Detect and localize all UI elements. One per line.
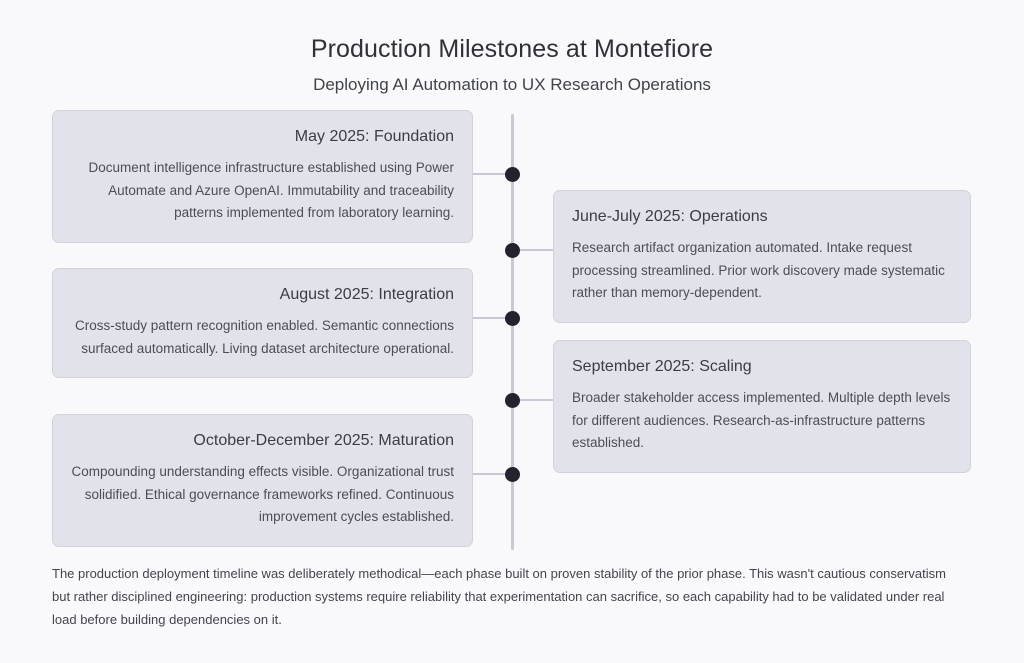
card-body: Document intelligence infrastructure est… (88, 159, 454, 221)
card-body: Research artifact organization automated… (572, 239, 945, 301)
timeline-card-august-2025[interactable]: August 2025: Integration Cross-study pat… (52, 268, 473, 379)
timeline-connector-2 (512, 249, 553, 252)
card-title: June-July 2025: Operations (572, 208, 768, 226)
timeline-node-5[interactable] (505, 467, 520, 483)
card-body: Cross-study pattern recognition enabled.… (75, 317, 454, 356)
timeline: May 2025: Foundation Document intelligen… (0, 110, 1024, 551)
timeline-node-4[interactable] (505, 393, 520, 409)
timeline-connector-5 (472, 473, 512, 476)
page-subtitle: Deploying AI Automation to UX Research O… (313, 75, 711, 95)
timeline-node-3[interactable] (505, 311, 520, 327)
timeline-card-october-december-2025[interactable]: October-December 2025: Maturation Compou… (52, 414, 473, 547)
card-title: August 2025: Integration (279, 286, 454, 304)
card-title: September 2025: Scaling (572, 358, 752, 376)
footnote-text: The production deployment timeline was d… (52, 566, 946, 628)
page-title: Production Milestones at Montefiore (310, 35, 714, 63)
timeline-connector-4 (512, 399, 553, 402)
timeline-node-1[interactable] (505, 167, 520, 183)
card-title: October-December 2025: Maturation (193, 432, 454, 450)
timeline-connector-3 (472, 317, 512, 320)
timeline-node-2[interactable] (505, 243, 520, 259)
card-title: May 2025: Foundation (294, 128, 454, 146)
card-body: Broader stakeholder access implemented. … (572, 389, 951, 451)
timeline-connector-1 (472, 173, 512, 176)
timeline-axis (511, 114, 514, 551)
timeline-card-june-july-2025[interactable]: June-July 2025: Operations Research arti… (553, 190, 971, 323)
card-body: Compounding understanding effects visibl… (71, 463, 454, 525)
timeline-card-september-2025[interactable]: September 2025: Scaling Broader stakehol… (553, 340, 971, 473)
chart-header: Production Milestones at Montefiore Depl… (0, 0, 1024, 96)
timeline-card-may-2025[interactable]: May 2025: Foundation Document intelligen… (52, 110, 473, 243)
